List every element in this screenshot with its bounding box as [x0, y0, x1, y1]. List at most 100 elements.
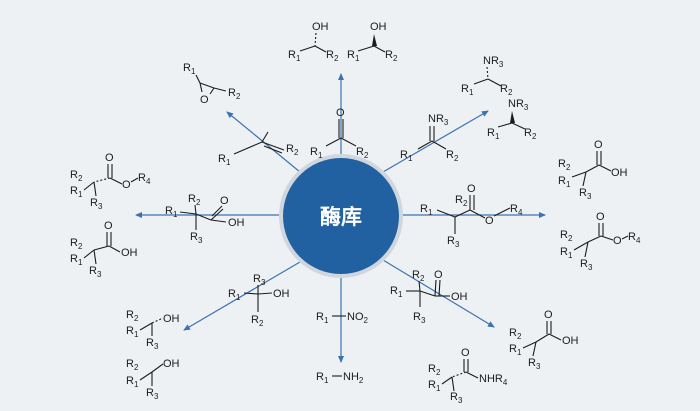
svg-text:OH: OH — [228, 217, 245, 229]
substrate-acid-right: R2 R1 O OH R3 — [390, 269, 468, 325]
product-chiral-amide: O NHR4 R2 R1 R3 — [428, 347, 508, 405]
svg-text:R1: R1 — [126, 325, 139, 339]
svg-text:R3: R3 — [580, 258, 593, 272]
substrate-acid-left: R2 R1 O OH R3 — [165, 193, 245, 245]
svg-text:R2: R2 — [500, 83, 513, 97]
svg-text:R2: R2 — [326, 49, 339, 63]
svg-text:R3: R3 — [450, 391, 463, 405]
svg-text:R1: R1 — [126, 375, 139, 389]
product-chiral-acid-right: O OH R2 R1 R3 — [558, 139, 628, 201]
svg-text:R3: R3 — [528, 357, 541, 371]
svg-text:R1: R1 — [183, 62, 196, 76]
product-amine: R1 NH2 — [316, 371, 364, 385]
svg-text:R1: R1 — [316, 311, 329, 325]
svg-text:O: O — [461, 347, 470, 359]
svg-text:OH: OH — [121, 247, 138, 259]
svg-text:OH: OH — [562, 335, 579, 347]
svg-text:R2: R2 — [558, 158, 571, 172]
svg-text:O: O — [613, 235, 622, 247]
svg-text:O: O — [104, 220, 113, 232]
svg-text:R1: R1 — [310, 146, 323, 160]
svg-text:R3: R3 — [413, 311, 426, 325]
product-chiral-amines: NR3 R1 R2 NR3 R1 R2 — [461, 55, 537, 141]
svg-text:O: O — [122, 179, 131, 191]
svg-text:OH: OH — [273, 288, 290, 300]
svg-text:R2: R2 — [509, 327, 522, 341]
svg-text:R2: R2 — [428, 363, 441, 377]
product-chiral-alcohols: OH R1 R2 OH R1 R2 — [288, 21, 398, 63]
svg-text:OH: OH — [451, 291, 468, 303]
svg-text:R1: R1 — [461, 83, 474, 97]
svg-text:NHR4: NHR4 — [479, 373, 508, 387]
svg-text:OH: OH — [370, 21, 387, 33]
svg-text:R4: R4 — [510, 203, 523, 217]
svg-text:O: O — [434, 269, 443, 281]
svg-text:R2: R2 — [126, 309, 139, 323]
svg-text:R3: R3 — [447, 235, 460, 249]
svg-text:R3: R3 — [190, 231, 203, 245]
svg-text:R1: R1 — [165, 205, 178, 219]
substrate-alkene: R1 R2 — [218, 131, 299, 167]
arrow-down-right — [382, 259, 495, 328]
svg-text:R1: R1 — [390, 285, 403, 299]
svg-text:NR3: NR3 — [483, 55, 504, 69]
svg-text:R1: R1 — [487, 127, 500, 141]
svg-text:R2: R2 — [70, 169, 83, 183]
svg-text:O: O — [105, 152, 114, 164]
ketone-o: O — [336, 107, 345, 119]
svg-text:OH: OH — [312, 21, 329, 33]
svg-text:R1: R1 — [70, 185, 83, 199]
enzyme-library-node: 酶库 — [279, 154, 403, 278]
svg-text:OH: OH — [163, 313, 180, 325]
svg-text:R1: R1 — [347, 49, 360, 63]
svg-text:R2: R2 — [356, 146, 369, 160]
svg-text:O: O — [220, 195, 229, 207]
svg-text:R2: R2 — [228, 87, 241, 101]
svg-text:R2: R2 — [560, 229, 573, 243]
svg-text:R1: R1 — [558, 175, 571, 189]
svg-text:O: O — [467, 183, 476, 195]
svg-text:R3: R3 — [89, 265, 102, 279]
svg-text:R3: R3 — [90, 197, 103, 211]
svg-text:NR3: NR3 — [428, 113, 449, 127]
svg-text:NO2: NO2 — [347, 311, 369, 325]
svg-text:R4: R4 — [628, 231, 641, 245]
substrate-imine: NR3 R1 R2 — [400, 113, 459, 163]
svg-text:R3: R3 — [146, 387, 159, 401]
svg-text:R1: R1 — [428, 379, 441, 393]
svg-text:O: O — [485, 215, 494, 227]
svg-text:R2: R2 — [286, 143, 299, 157]
svg-text:O: O — [596, 211, 605, 223]
substrate-nitro: R1 NO2 — [316, 311, 369, 325]
svg-text:R1: R1 — [560, 246, 573, 260]
svg-text:R2: R2 — [70, 237, 83, 251]
svg-text:R1: R1 — [420, 203, 433, 217]
arrow-up-right — [382, 110, 489, 173]
svg-text:O: O — [594, 139, 603, 151]
svg-text:R1: R1 — [400, 149, 413, 163]
svg-text:R4: R4 — [138, 172, 151, 186]
svg-text:R2: R2 — [126, 358, 139, 372]
product-epoxide: R1 O R2 — [183, 62, 241, 106]
arrow-down-left — [183, 261, 301, 331]
svg-text:O: O — [544, 309, 553, 321]
product-chiral-ester: O O R4 R2 R1 R3 — [70, 152, 151, 211]
svg-text:R2: R2 — [412, 269, 425, 283]
svg-text:R2: R2 — [251, 314, 264, 328]
svg-text:R1: R1 — [509, 343, 522, 357]
svg-text:R2: R2 — [188, 193, 201, 207]
svg-text:R3: R3 — [579, 187, 592, 201]
svg-text:R2: R2 — [385, 49, 398, 63]
product-chiral-acid-left: O OH R2 R1 R3 — [70, 220, 138, 279]
substrate-ester-right: R1 O O R4 R3 R2 — [420, 183, 523, 249]
svg-text:R3: R3 — [146, 337, 159, 351]
svg-text:R2: R2 — [524, 127, 537, 141]
product-chiral-acid-lower: O OH R2 R1 R3 — [509, 309, 579, 371]
svg-text:R1: R1 — [228, 288, 241, 302]
reaction-arrows — [135, 73, 546, 363]
svg-text:R1: R1 — [218, 153, 231, 167]
svg-text:R1: R1 — [288, 49, 301, 63]
substrate-ketone: O R1 R2 — [310, 107, 369, 160]
